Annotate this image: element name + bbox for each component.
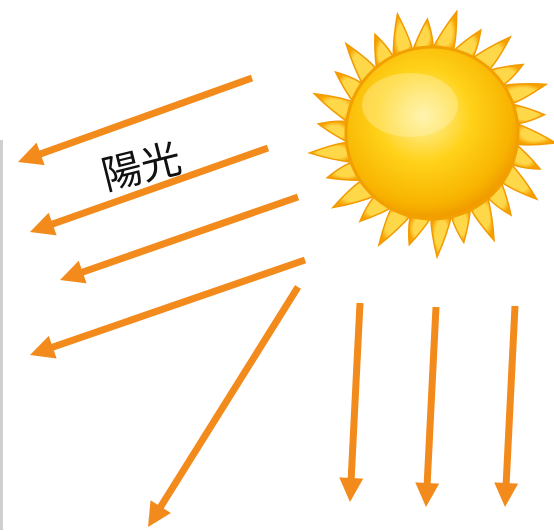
arrow-head bbox=[494, 482, 518, 507]
arrow-icon bbox=[339, 303, 363, 502]
arrow-shaft bbox=[81, 197, 298, 273]
arrow-head bbox=[339, 477, 363, 502]
arrow-icon bbox=[494, 306, 518, 507]
arrow-head bbox=[30, 336, 57, 359]
arrow-icon bbox=[415, 307, 439, 507]
arrow-icon bbox=[148, 287, 298, 527]
arrow-shaft bbox=[427, 307, 436, 485]
sun-icon bbox=[310, 11, 554, 256]
arrow-head bbox=[415, 482, 439, 507]
arrow-shaft bbox=[351, 303, 360, 480]
arrow-shaft bbox=[506, 306, 515, 485]
arrow-head bbox=[30, 213, 57, 236]
sun-highlight bbox=[362, 73, 458, 137]
arrow-shaft bbox=[160, 287, 298, 508]
arrow-head bbox=[60, 261, 87, 284]
